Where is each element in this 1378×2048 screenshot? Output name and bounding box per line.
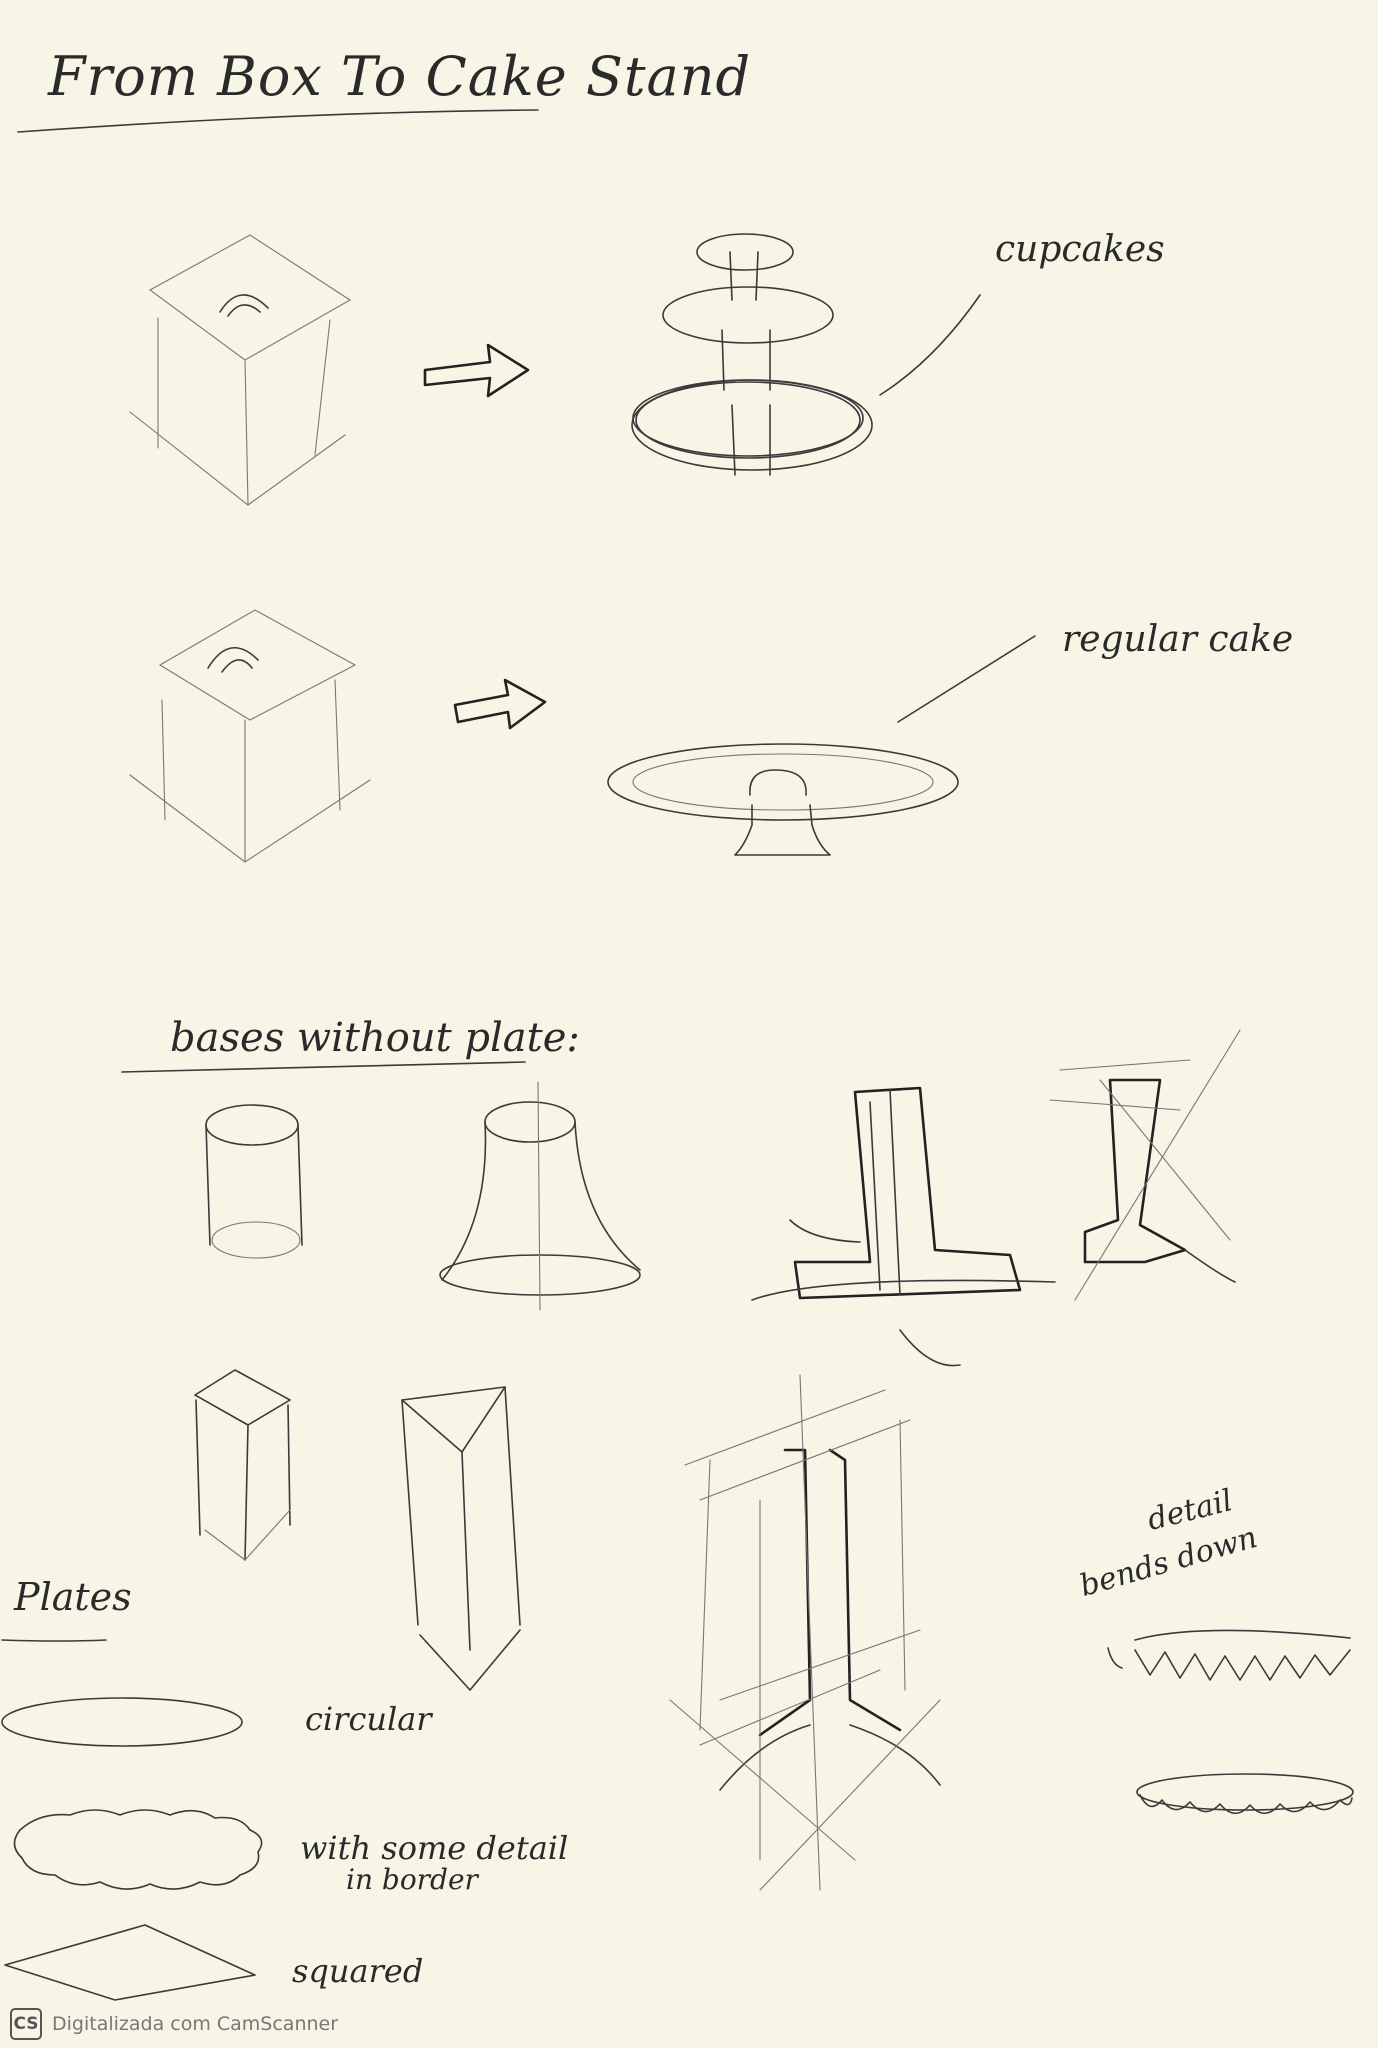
- scanner-watermark-text: Digitalizada com CamScanner: [52, 2013, 338, 2035]
- square-prism-sketch: [195, 1370, 290, 1560]
- scalloped-plate-sketch: [1137, 1774, 1353, 1813]
- cylinder-base-sketch: [206, 1105, 302, 1258]
- zigzag-plate-sketch: [1108, 1630, 1350, 1680]
- label-bases-without-plate: bases without plate:: [170, 1018, 580, 1058]
- label-squared: squared: [292, 1955, 423, 1987]
- label-with-some-detail: with some detail: [300, 1832, 568, 1864]
- label-circular: circular: [305, 1703, 432, 1735]
- box-sketch-bottom: [130, 610, 370, 862]
- cross-base-sketch: [1050, 1030, 1240, 1300]
- regular-cake-stand-sketch: [608, 636, 1035, 855]
- circular-plate-sketch: [2, 1698, 242, 1746]
- bell-base-sketch: [440, 1082, 640, 1310]
- label-plates: Plates: [14, 1578, 132, 1616]
- bases-underline: [122, 1062, 525, 1072]
- camscanner-logo-icon: CS: [10, 2008, 42, 2040]
- label-in-border: in border: [346, 1866, 478, 1894]
- flat-leg-base-sketch: [752, 1088, 1055, 1366]
- label-cupcakes: cupcakes: [995, 232, 1165, 268]
- scanner-footer: CS Digitalizada com CamScanner: [0, 2000, 1378, 2048]
- plates-underline: [2, 1640, 106, 1641]
- page-title: From Box To Cake Stand: [48, 50, 751, 104]
- cupcake-stand-sketch: [632, 234, 980, 475]
- tall-stand-sketch: [670, 1375, 940, 1890]
- box-sketch-top: [130, 235, 350, 505]
- triangular-prism-sketch: [402, 1387, 520, 1690]
- arrow-right-top-icon: [425, 345, 528, 396]
- squared-plate-sketch: [5, 1925, 255, 2000]
- label-regular-cake: regular cake: [1062, 622, 1293, 658]
- detail-border-plate-sketch: [14, 1810, 261, 1889]
- arrow-right-bottom-icon: [455, 680, 545, 728]
- title-underline: [18, 110, 538, 132]
